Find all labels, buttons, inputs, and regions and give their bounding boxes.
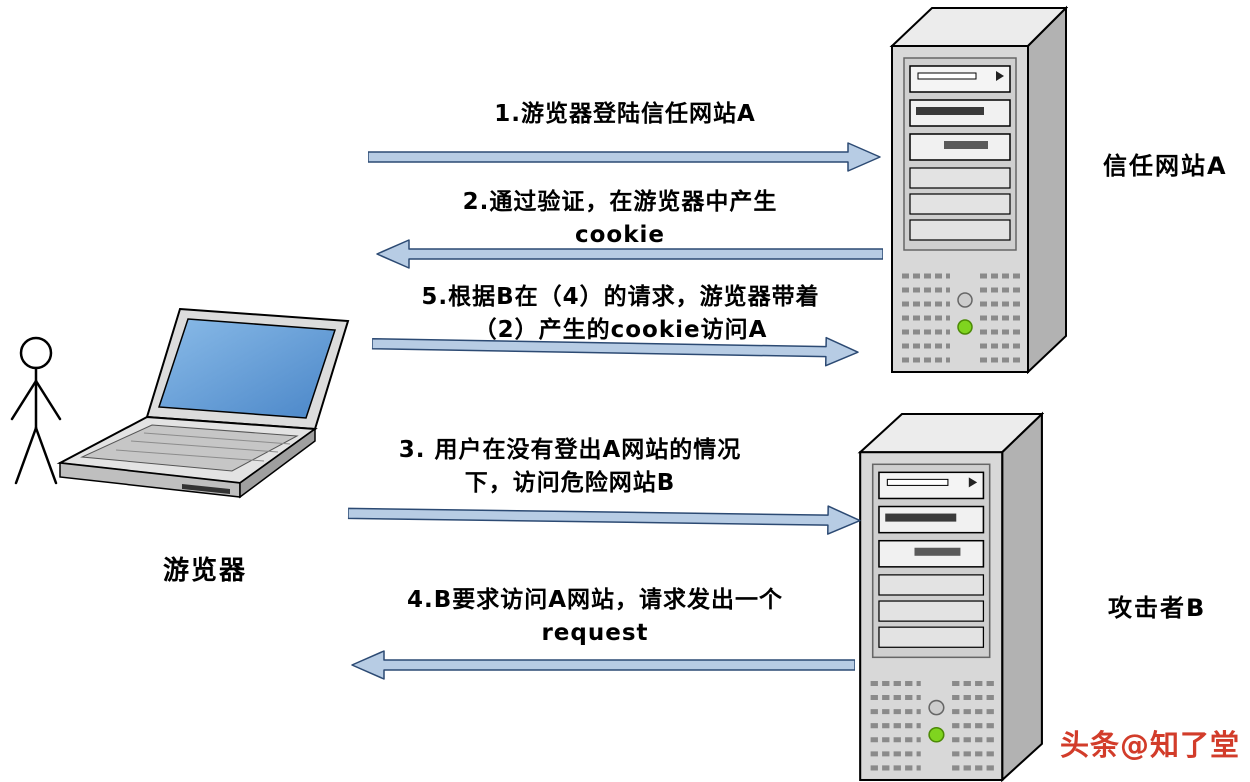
step-2-line-2: cookie xyxy=(574,222,665,248)
step-1-label: 1.游览器登陆信任网站A xyxy=(390,98,860,131)
person-icon xyxy=(10,336,62,485)
server-a-icon xyxy=(888,4,1068,374)
arrow-step-1-right xyxy=(368,142,881,172)
step-4-line-1: 4.B要求访问A网站，请求发出一个 xyxy=(406,587,784,613)
step-2-line-1: 2.通过验证，在游览器中产生 xyxy=(462,189,778,215)
step-5-line-1: 5.根据B在（4）的请求，游览器带着 xyxy=(421,284,820,310)
browser-label: 游览器 xyxy=(163,556,248,586)
laptop-icon xyxy=(56,307,350,499)
arrow-step-2-left xyxy=(376,239,883,269)
step-3-label: 3. 用户在没有登出A网站的情况 下，访问危险网站B xyxy=(340,434,800,500)
person-head xyxy=(19,336,53,370)
laptop-screen xyxy=(157,318,337,419)
arrow-step-4-left xyxy=(351,650,855,680)
step-1-line-1: 1.游览器登陆信任网站A xyxy=(494,101,756,127)
watermark: 头条@知了堂 xyxy=(1059,728,1240,762)
arrow-step-5-right xyxy=(371,336,859,367)
laptop-right-edge xyxy=(239,427,316,499)
step-5-label: 5.根据B在（4）的请求，游览器带着 （2）产生的cookie访问A xyxy=(368,281,873,347)
step-5-line-2: （2）产生的cookie访问A xyxy=(473,317,768,343)
server-a-label: 信任网站A xyxy=(1103,152,1228,180)
step-3-line-2: 下，访问危险网站B xyxy=(464,470,676,496)
laptop-port xyxy=(182,484,230,494)
arrow-step-3-right xyxy=(347,505,861,535)
step-4-line-2: request xyxy=(541,620,649,646)
step-3-line-1: 3. 用户在没有登出A网站的情况 xyxy=(398,437,742,463)
step-4-label: 4.B要求访问A网站，请求发出一个 request xyxy=(345,584,845,650)
server-b-label: 攻击者B xyxy=(1108,594,1207,622)
step-2-label: 2.通过验证，在游览器中产生 cookie xyxy=(390,186,850,252)
